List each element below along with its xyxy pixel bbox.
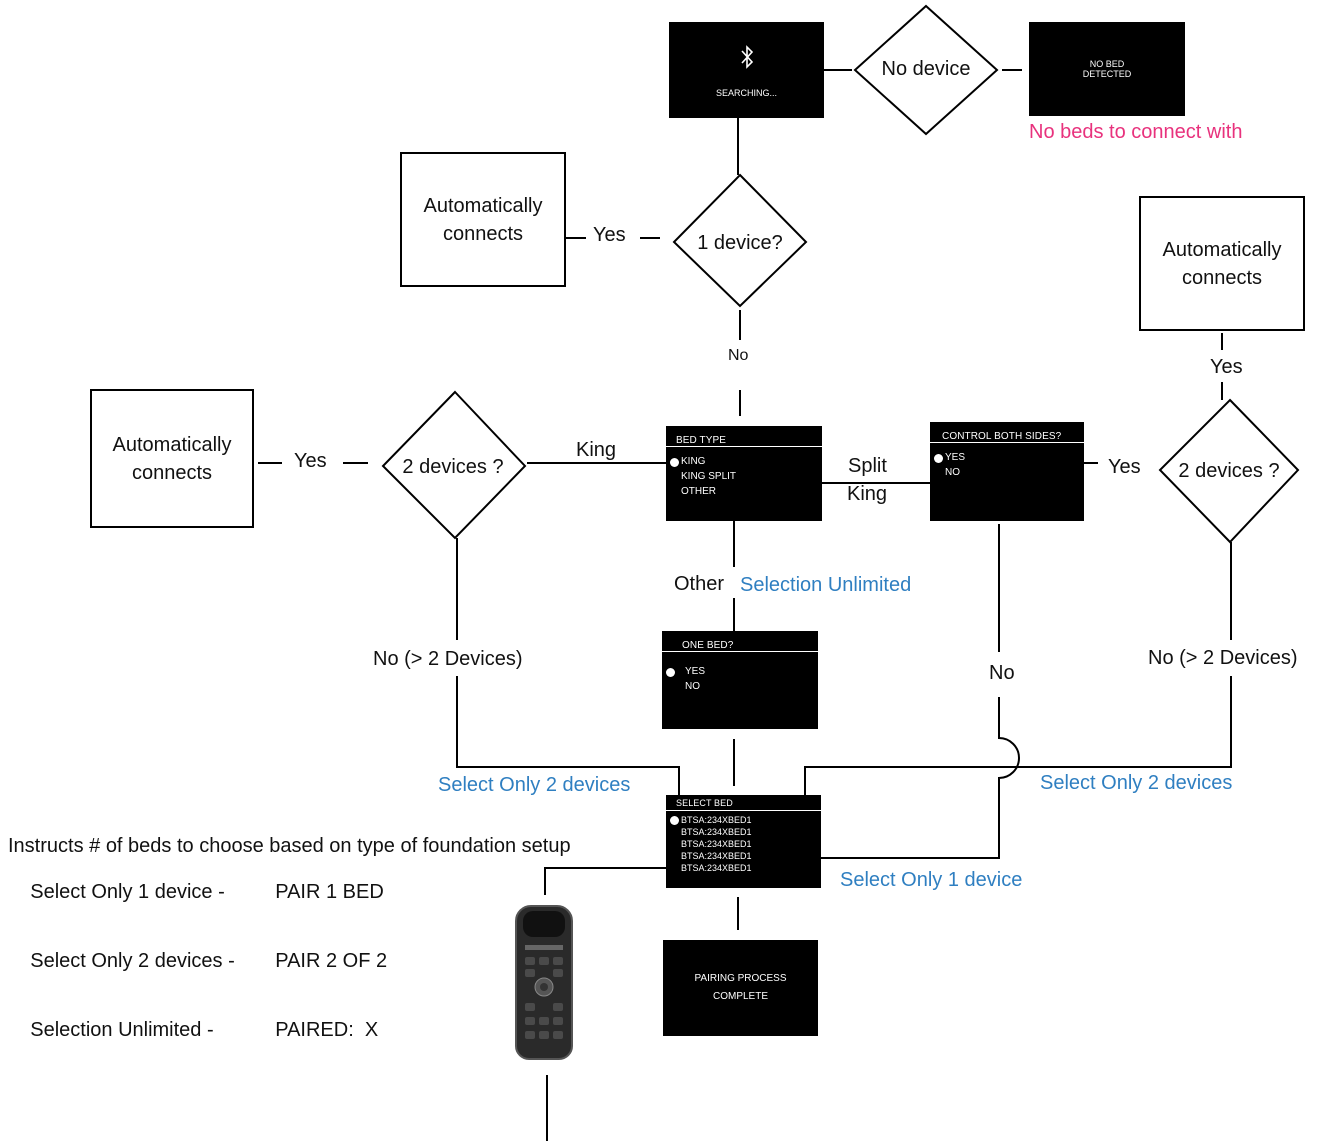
no-after-one-label: No	[728, 347, 749, 364]
two-devices-right-label: 2 devices ?	[1178, 460, 1280, 482]
auto-connect-left-line2: connects	[131, 461, 213, 484]
selected-dot	[670, 815, 679, 825]
remote-buttons	[523, 911, 565, 1039]
legend-row-value: PAIR 2 OF 2	[275, 950, 388, 972]
no-bed-line1: NO BED	[1089, 59, 1125, 69]
control-both-option-yes[interactable]: YES	[934, 450, 1084, 466]
bed-type-option-king-split[interactable]: KING SPLIT	[681, 471, 737, 482]
select-bed-option[interactable]: BTSA:234XBED1	[681, 863, 752, 873]
bed-type-screen: BED TYPE KING KING SPLIT OTHER	[666, 426, 822, 521]
legend-row-value: PAIR 1 BED	[275, 881, 384, 903]
legend-row: Select Only 1 device - PAIR 1 BED	[8, 858, 571, 927]
select-bed-option[interactable]: BTSA:234XBED1	[681, 839, 752, 849]
legend-row-label: Select Only 1 device -	[30, 881, 225, 903]
no-more-left-label: No (> 2 Devices)	[373, 648, 523, 670]
yes-right-top-label: Yes	[1210, 356, 1243, 378]
complete-line2: COMPLETE	[712, 991, 768, 1002]
selected-dot	[670, 457, 679, 467]
one-bed-screen: ONE BED? YES NO	[662, 631, 818, 729]
auto-connect-right-line2: connects	[1181, 266, 1263, 289]
king-split-label: King	[847, 483, 888, 505]
selection-unlimited-label: Selection Unlimited	[740, 574, 912, 596]
searching-text: SEARCHING...	[715, 88, 777, 98]
legend: Instructs # of beds to choose based on t…	[8, 835, 571, 1065]
legend-row-value: PAIRED: X	[275, 1019, 379, 1041]
two-devices-left-diamond	[381, 390, 527, 540]
king-label: King	[576, 439, 617, 461]
auto-connect-top-box: Automatically connects	[400, 152, 566, 287]
auto-connect-right-line1: Automatically	[1162, 238, 1282, 261]
control-both-option-no[interactable]: NO	[945, 467, 960, 478]
yes-left-label: Yes	[294, 450, 327, 472]
select-one-label: Select Only 1 device	[840, 869, 1023, 891]
one-device-diamond	[672, 173, 808, 308]
no-beds-note: No beds to connect with	[1029, 121, 1243, 143]
control-both-screen: CONTROL BOTH SIDES? YES NO	[930, 422, 1084, 521]
no-bed-line2: DETECTED	[1082, 69, 1132, 79]
two-devices-right-diamond	[1158, 398, 1300, 544]
select-two-left-label: Select Only 2 devices	[438, 774, 631, 796]
legend-row-label: Select Only 2 devices -	[30, 950, 235, 972]
bed-type-option-other[interactable]: OTHER	[681, 486, 716, 497]
yes-top-label: Yes	[593, 224, 626, 246]
yes-right-mid-label: Yes	[1108, 456, 1141, 478]
bed-type-option-king[interactable]: KING	[670, 454, 822, 470]
two-devices-left-label: 2 devices ?	[402, 456, 504, 478]
auto-connect-top-line1: Automatically	[423, 194, 543, 217]
select-bed-option[interactable]: BTSA:234XBED1	[670, 814, 821, 826]
other-label: Other	[674, 573, 725, 595]
split-label: Split	[848, 455, 887, 477]
remote-control-image	[515, 905, 573, 1060]
auto-connect-right-box: Automatically connects	[1139, 196, 1305, 331]
select-bed-header: SELECT BED	[666, 795, 821, 811]
auto-connect-left-line1: Automatically	[112, 433, 232, 456]
legend-row: Selection Unlimited - PAIRED: X	[8, 996, 571, 1065]
searching-screen: SEARCHING...	[669, 22, 824, 118]
select-bed-option[interactable]: BTSA:234XBED1	[681, 827, 752, 837]
no-more-right-label: No (> 2 Devices)	[1148, 647, 1298, 669]
one-bed-header: ONE BED?	[662, 631, 818, 652]
no-bed-screen: NO BED DETECTED	[1029, 22, 1185, 116]
select-bed-option[interactable]: BTSA:234XBED1	[681, 851, 752, 861]
pairing-complete-screen: PAIRING PROCESS COMPLETE	[663, 940, 818, 1036]
no-middle-right-label: No	[989, 662, 1015, 684]
bed-type-header: BED TYPE	[666, 426, 822, 447]
one-bed-option-no[interactable]: NO	[685, 681, 700, 692]
select-two-right-label: Select Only 2 devices	[1040, 772, 1233, 794]
selected-dot	[934, 453, 943, 463]
no-device-label: No device	[881, 58, 971, 80]
legend-title: Instructs # of beds to choose based on t…	[8, 835, 571, 857]
one-device-label: 1 device?	[697, 232, 783, 254]
no-device-diamond	[853, 4, 999, 136]
control-both-header: CONTROL BOTH SIDES?	[930, 422, 1084, 443]
legend-row: Select Only 2 devices - PAIR 2 OF 2	[8, 927, 571, 996]
selected-dot	[666, 667, 675, 677]
auto-connect-left-box: Automatically connects	[90, 389, 254, 528]
select-bed-screen: SELECT BED BTSA:234XBED1 BTSA:234XBED1 B…	[666, 795, 821, 888]
complete-line1: PAIRING PROCESS	[694, 973, 787, 984]
legend-row-label: Selection Unlimited -	[30, 1019, 214, 1041]
bluetooth-icon	[740, 45, 753, 69]
auto-connect-top-line2: connects	[442, 222, 524, 245]
one-bed-option-yes[interactable]: YES	[666, 664, 818, 680]
